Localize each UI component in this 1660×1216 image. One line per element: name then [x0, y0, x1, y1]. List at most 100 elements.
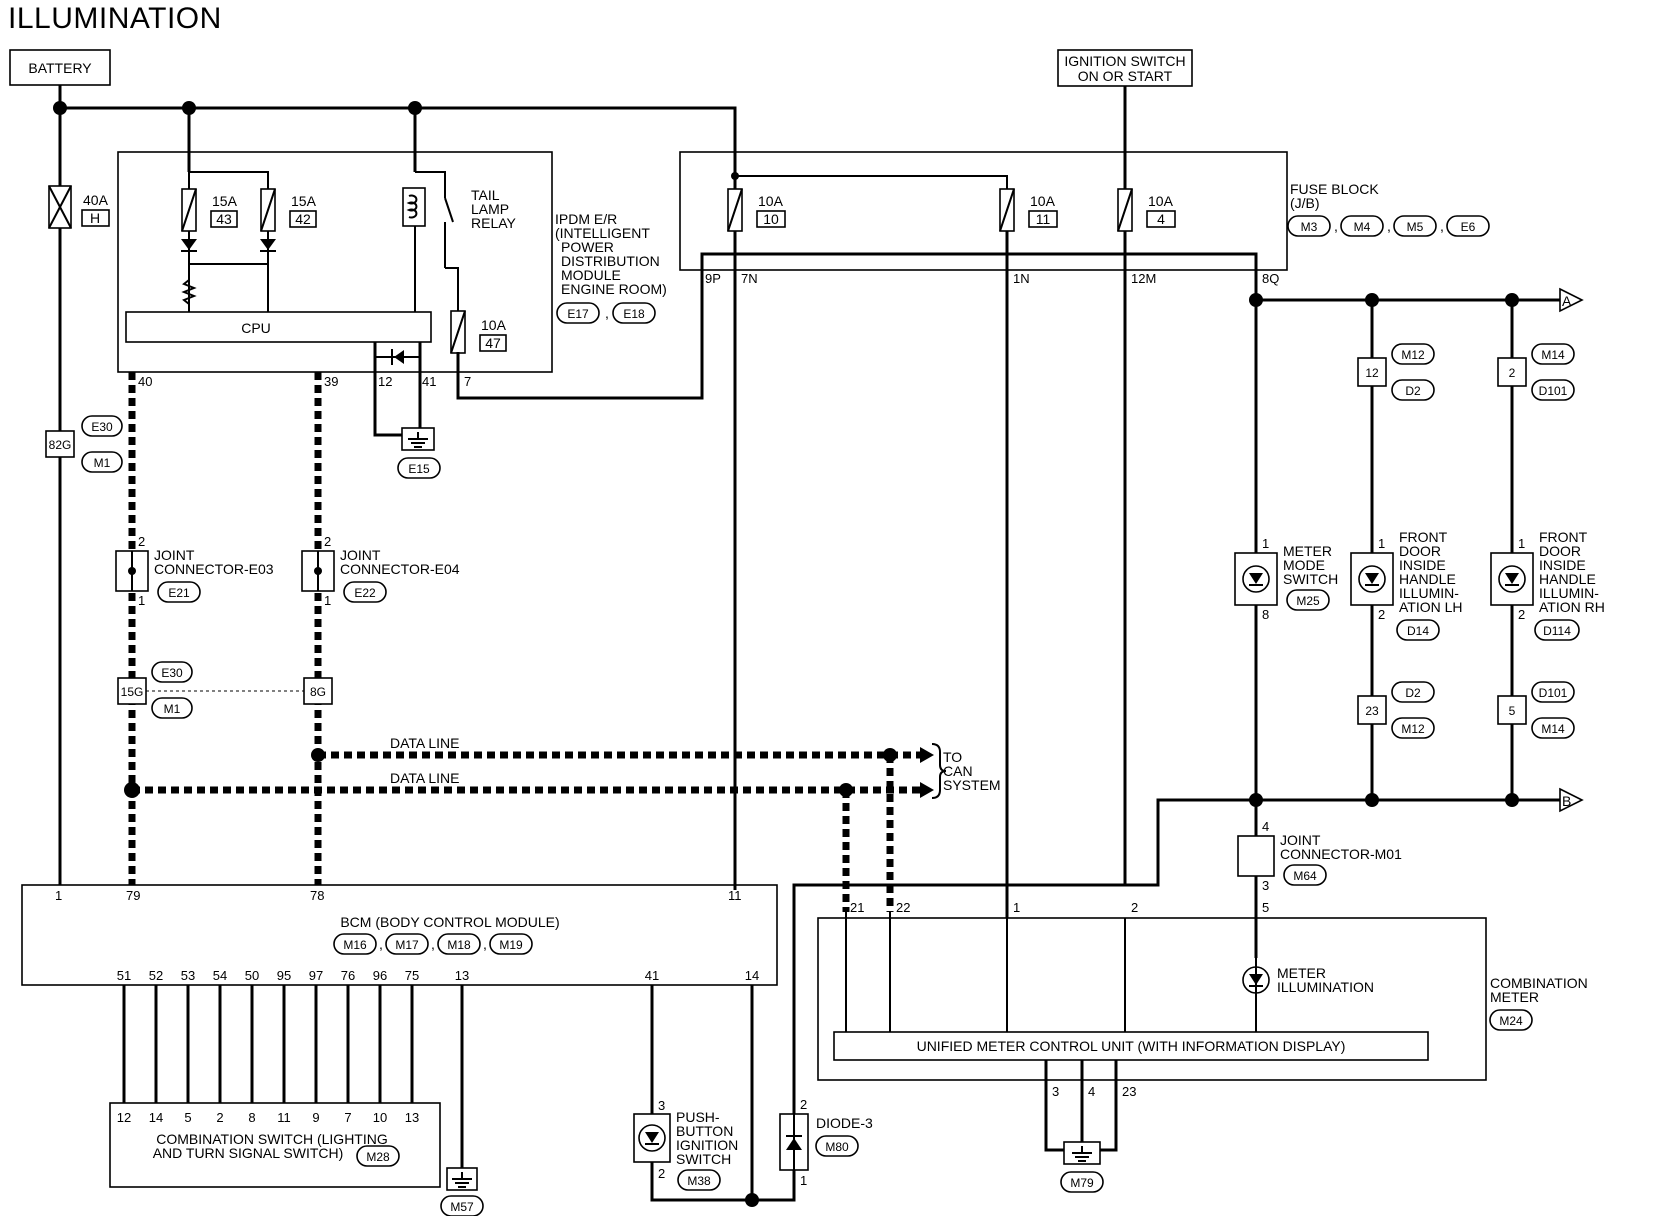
can-label-3: SYSTEM: [943, 777, 1001, 793]
fuse-11-amp: 10A: [1030, 193, 1056, 209]
diode-3-pin-2: 2: [800, 1097, 807, 1112]
push-button-ignition-switch: 3 2 PUSH- BUTTON IGNITION SWITCH M38: [633, 1098, 738, 1191]
joint-connector-e04: 2 1 JOINT CONNECTOR-E04 E22: [301, 534, 460, 608]
door-lh-pin-1: 1: [1378, 536, 1385, 551]
bcm-bottom-pin: 50: [245, 968, 259, 983]
bcm-pin-11: 11: [728, 888, 742, 903]
tail-lamp-relay-label-1: TAIL: [471, 187, 500, 203]
ipdm-name-6: ENGINE ROOM): [561, 281, 667, 297]
bcm-conn-m18: M18: [447, 938, 471, 952]
bcm-bottom-pin: 97: [309, 968, 323, 983]
push-button-ground-wire: [650, 1162, 796, 1202]
meter-mode-name-1: METER: [1283, 543, 1332, 559]
door-lh-conn: D14: [1407, 624, 1429, 638]
door-lh-connector-top-a: M12: [1401, 348, 1425, 362]
connector-15g-8g: 15G 8G E30 M1: [117, 661, 333, 719]
ipdm-cpu: [125, 311, 432, 343]
ipdm-pin-40: 40: [138, 374, 152, 389]
ipdm-fuse-42-amp: 15A: [291, 193, 317, 209]
door-rh-connector-bottom-pin: 5: [1509, 704, 1516, 718]
combination-meter-conn: M24: [1499, 1014, 1523, 1028]
ipdm-name-1: IPDM E/R: [555, 211, 617, 227]
joint-e03-pin-1: 1: [138, 593, 145, 608]
door-rh-name-2: DOOR: [1539, 543, 1581, 559]
arrow-a-label: A: [1562, 293, 1572, 309]
fuse-10-id: 10: [763, 211, 779, 227]
fuse-block-pin-12m: 12M: [1131, 271, 1156, 286]
ground-e15-label: E15: [408, 462, 430, 476]
door-lh-connector-bottom-b: M12: [1401, 722, 1425, 736]
bcm: 1 79 78 11 BCM (BODY CONTROL MODULE) M16…: [21, 884, 778, 986]
door-lh-name-1: FRONT: [1399, 529, 1448, 545]
bcm-bottom-pin: 53: [181, 968, 195, 983]
combination-switch-pin: 9: [312, 1110, 319, 1125]
svg-text:,: ,: [1440, 218, 1444, 234]
meter-pin-1: 1: [1013, 900, 1020, 915]
joint-e04-pin-1: 1: [324, 593, 331, 608]
fuse-block-internal-tail-wire: [700, 252, 1258, 300]
meter-mode-name-2: MODE: [1283, 557, 1325, 573]
door-rh-name-1: FRONT: [1539, 529, 1588, 545]
joint-e03-pin-2: 2: [138, 534, 145, 549]
tail-lamp-relay-label-3: RELAY: [471, 215, 517, 231]
arrow-b-label: B: [1562, 793, 1571, 809]
ipdm-fuse-42: [260, 188, 276, 232]
ipdm-name-2: (INTELLIGENT: [555, 225, 650, 241]
diode-feed-wire: [792, 798, 1256, 1114]
bcm-pin-1: 1: [55, 888, 62, 903]
ipdm-conn-e17: E17: [567, 307, 589, 321]
connector-8g-pin: 8G: [310, 685, 326, 699]
ipdm-name-5: MODULE: [561, 267, 621, 283]
diode-3-pin-1: 1: [800, 1173, 807, 1188]
joint-e04-name-2: CONNECTOR-E04: [340, 561, 460, 577]
fuse-block-pin-9p: 9P: [705, 271, 721, 286]
ipdm-pin-41: 41: [422, 374, 436, 389]
svg-text:,: ,: [431, 936, 435, 952]
ignition-switch: IGNITION SWITCH ON OR START: [1057, 49, 1193, 87]
door-rh-connector-top-a: M14: [1541, 348, 1565, 362]
fuse-block-pin-1n: 1N: [1013, 271, 1030, 286]
fuse-block-fuse-10: [727, 188, 743, 232]
ignition-label-1: IGNITION SWITCH: [1064, 53, 1185, 69]
combination-switch-pin: 5: [184, 1110, 191, 1125]
combination-switch-pin: 13: [405, 1110, 419, 1125]
meter-pin-23: 23: [1122, 1084, 1136, 1099]
meter-mode-pin-1: 1: [1262, 536, 1269, 551]
push-button-name-4: SWITCH: [676, 1151, 731, 1167]
meter-pin-3: 3: [1052, 1084, 1059, 1099]
bcm-bottom-pin: 96: [373, 968, 387, 983]
joint-e04-conn: E22: [354, 586, 376, 600]
fuse-block-conn-m4: M4: [1354, 220, 1371, 234]
joint-e04-pin-2: 2: [324, 534, 331, 549]
door-rh-connector-top-pin: 2: [1509, 366, 1516, 380]
svg-text:,: ,: [1387, 218, 1391, 234]
bcm-bottom-pin: 52: [149, 968, 163, 983]
combination-switch-pin: 7: [344, 1110, 351, 1125]
tail-lamp-feed-wire: [456, 263, 704, 400]
ipdm-fuse-42-id: 42: [295, 211, 311, 227]
combination-switch-pin: 12: [117, 1110, 131, 1125]
bcm-bottom-pin: 95: [277, 968, 291, 983]
can-bracket: [931, 743, 947, 799]
door-rh-name-3: INSIDE: [1539, 557, 1586, 573]
fuse-block-conn-e6: E6: [1461, 220, 1476, 234]
door-lh-name-6: ATION LH: [1399, 599, 1463, 615]
joint-connector-e03: 2 1 JOINT CONNECTOR-E03 E21: [115, 534, 274, 608]
connector-82g: 82G E30 M1: [45, 415, 123, 473]
svg-text:,: ,: [483, 936, 487, 952]
front-door-handle-illumination-rh: 2 M14 D101 1 2 FRONT DOOR INSIDE HANDLE …: [1490, 343, 1605, 739]
combination-switch-name-2: AND TURN SIGNAL SWITCH): [153, 1145, 344, 1161]
ipdm-fuse-43-amp: 15A: [212, 193, 238, 209]
bcm-name: BCM (BODY CONTROL MODULE): [340, 914, 559, 930]
ipdm-pin-7: 7: [464, 374, 471, 389]
bcm-conn-m16: M16: [343, 938, 367, 952]
push-button-name-1: PUSH-: [676, 1109, 720, 1125]
fusible-link-amp: 40A: [83, 192, 109, 208]
fusible-link-id: H: [90, 210, 100, 226]
door-lh-name-2: DOOR: [1399, 543, 1441, 559]
combination-switch-conn: M28: [366, 1150, 390, 1164]
